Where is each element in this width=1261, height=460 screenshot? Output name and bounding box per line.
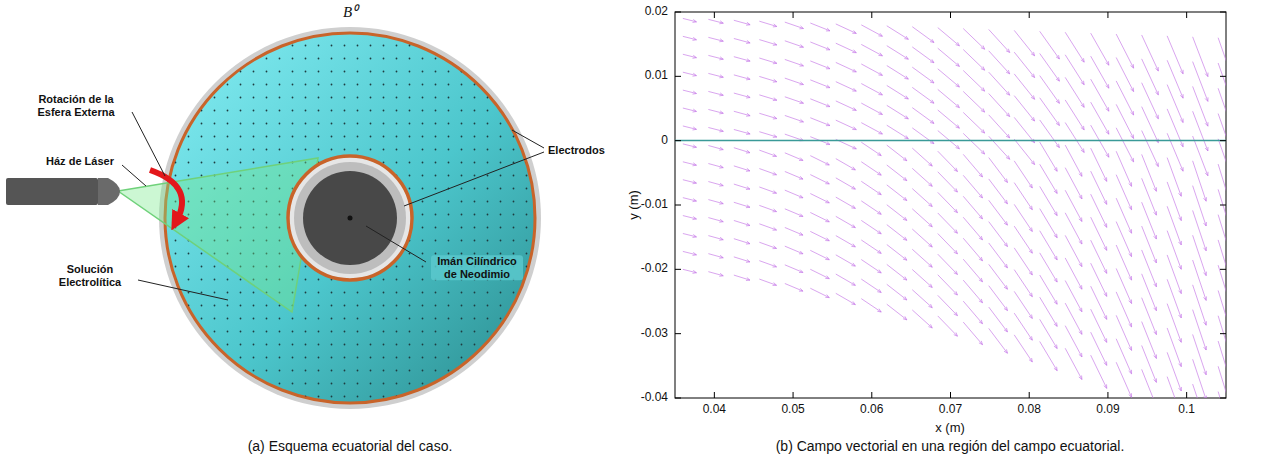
y-tick-label: 0.01 (645, 69, 668, 83)
x-tick-label: 0.09 (1096, 403, 1119, 417)
y-tick-label: 0.02 (645, 5, 668, 19)
part-label: Electrodos (548, 144, 605, 157)
x-tick-label: 0.06 (860, 403, 883, 417)
part-label: Rotación de la Esfera Externa (22, 93, 130, 118)
axis-title: x (m) (935, 421, 965, 436)
y-tick-label: 0 (661, 134, 668, 148)
inner-sphere (294, 162, 406, 274)
laser-nozzle (98, 178, 120, 205)
part-label: Imán Cilíndrico de Neodimio (431, 255, 523, 280)
panel-caption: (b) Campo vectorial en una región del ca… (776, 438, 1125, 454)
laser-device (6, 178, 98, 205)
y-tick-label: -0.04 (641, 391, 668, 405)
plot-frame (675, 12, 1226, 398)
y-tick-label: -0.03 (641, 327, 668, 341)
equator-line (675, 140, 1226, 142)
leader-lines (122, 112, 544, 300)
part-label: Ház de Láser (46, 155, 114, 168)
laser-beam (118, 158, 318, 312)
inner-electrode (288, 156, 412, 280)
y-tick-label: -0.02 (641, 262, 668, 276)
part-label: B⁰ (343, 4, 357, 21)
x-tick-label: 0.07 (939, 403, 962, 417)
magnet-center (348, 216, 353, 221)
panel-caption: (a) Esquema ecuatorial del caso. (248, 438, 453, 454)
axis-ticks (675, 12, 1226, 398)
rotation-arrow (150, 170, 182, 222)
y-tick-label: -0.01 (641, 198, 668, 212)
axis-title: y (m) (627, 190, 642, 220)
x-tick-label: 0.05 (781, 403, 804, 417)
neodymium-magnet (303, 171, 397, 265)
x-tick-label: 0.08 (1018, 403, 1041, 417)
x-tick-label: 0.1 (1178, 403, 1195, 417)
x-tick-label: 0.04 (703, 403, 726, 417)
vector-field (683, 18, 1226, 398)
part-label: Solución Electrolítica (44, 263, 136, 288)
